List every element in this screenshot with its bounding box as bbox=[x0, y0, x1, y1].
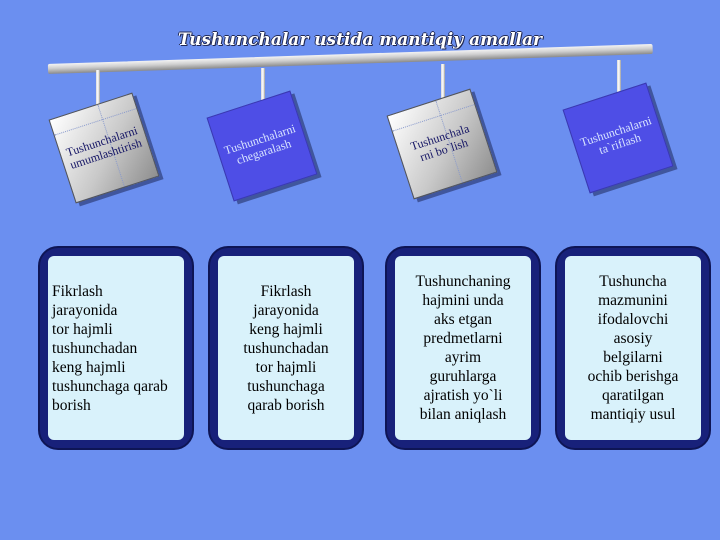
card-stick-2 bbox=[261, 68, 265, 110]
concept-card-3: Tushunchala rni bo`lish bbox=[386, 88, 498, 200]
panel-text-line: tushunchaga bbox=[247, 377, 325, 395]
panel-text-line: predmetlarni bbox=[423, 330, 503, 347]
panel-text-line: Fikrlash bbox=[260, 282, 312, 300]
panel-text-line: mantiqiy usul bbox=[590, 406, 676, 423]
panel-text-line: belgilarni bbox=[603, 349, 663, 366]
panel-text-line: qaratilgan bbox=[602, 387, 664, 404]
panel-text-line: tushunchadan bbox=[243, 339, 329, 357]
panel-text-line: tushunchadan bbox=[52, 339, 138, 357]
panel-text-line: tushunchaga qarab bbox=[52, 377, 168, 395]
panel-text-line: Tushuncha bbox=[599, 273, 667, 290]
panel-text-line: mazmunini bbox=[598, 292, 668, 309]
panel-text-line: tor hajmli bbox=[255, 358, 317, 376]
panel-text-line: borish bbox=[52, 396, 91, 414]
panel-text-line: keng hajmli bbox=[249, 320, 323, 338]
concept-card-4: Tushunchalarni ta`riflash bbox=[562, 82, 674, 194]
panel-text-line: Fikrlash bbox=[52, 282, 103, 300]
diagram-title: Tushunchalar ustida mantiqiy amallar bbox=[178, 30, 542, 50]
panel-text-line: ifodalovchi bbox=[597, 311, 669, 328]
panel-text-line: jarayonida bbox=[253, 301, 319, 319]
panel-text-line: keng hajmli bbox=[52, 358, 126, 376]
panel-text-line: hajmini unda bbox=[422, 292, 504, 309]
definition-panel-3: Tushunchaning hajmini unda aks etgan pre… bbox=[385, 246, 541, 450]
panel-text-line: bilan aniqlash bbox=[419, 406, 507, 423]
panel-text-line: aks etgan bbox=[433, 311, 493, 328]
panel-text-line: asosiy bbox=[613, 330, 653, 347]
panel-text-line: ochib berishga bbox=[587, 368, 679, 385]
panel-text-line: tor hajmli bbox=[52, 320, 113, 338]
concept-card-2: Tushunchalarni chegaralash bbox=[206, 90, 318, 202]
panel-text-line: Tushunchaning bbox=[415, 273, 511, 290]
definition-panel-1: Fikrlash jarayonida tor hajmli tushuncha… bbox=[38, 246, 194, 450]
card-stick-1 bbox=[96, 70, 100, 112]
card-stick-4 bbox=[617, 60, 621, 102]
concept-card-1: Tushunchalarni umumlashtirish bbox=[48, 92, 160, 204]
panel-text-line: ayrim bbox=[444, 349, 482, 366]
definition-panel-2: Fikrlash jarayonida keng hajmli tushunch… bbox=[208, 246, 364, 450]
card-stick-3 bbox=[441, 64, 445, 106]
panel-text-line: guruhlarga bbox=[429, 368, 497, 385]
definition-panel-4: Tushuncha mazmunini ifodalovchi asosiy b… bbox=[555, 246, 711, 450]
panel-text-line: ajratish yo`li bbox=[423, 387, 503, 404]
panel-text-line: qarab borish bbox=[247, 396, 325, 414]
panel-text-line: jarayonida bbox=[52, 301, 118, 319]
